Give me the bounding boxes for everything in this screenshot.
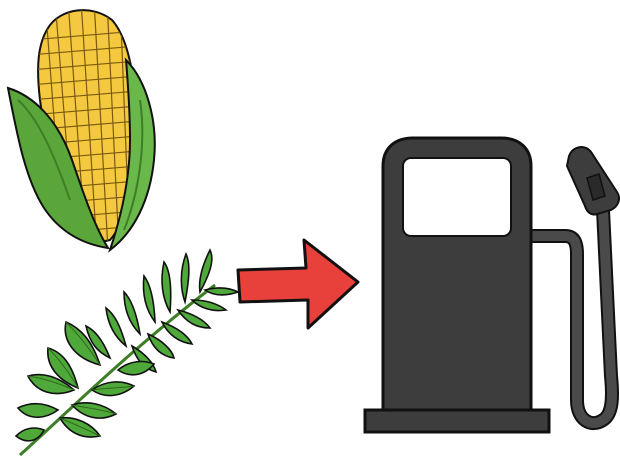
pump-display-window: [403, 158, 511, 236]
leafy-plant-icon: [0, 240, 240, 459]
corn-cob-icon: [0, 0, 210, 270]
fuel-pump-icon: [355, 130, 620, 459]
right-arrow-icon: [228, 230, 368, 335]
